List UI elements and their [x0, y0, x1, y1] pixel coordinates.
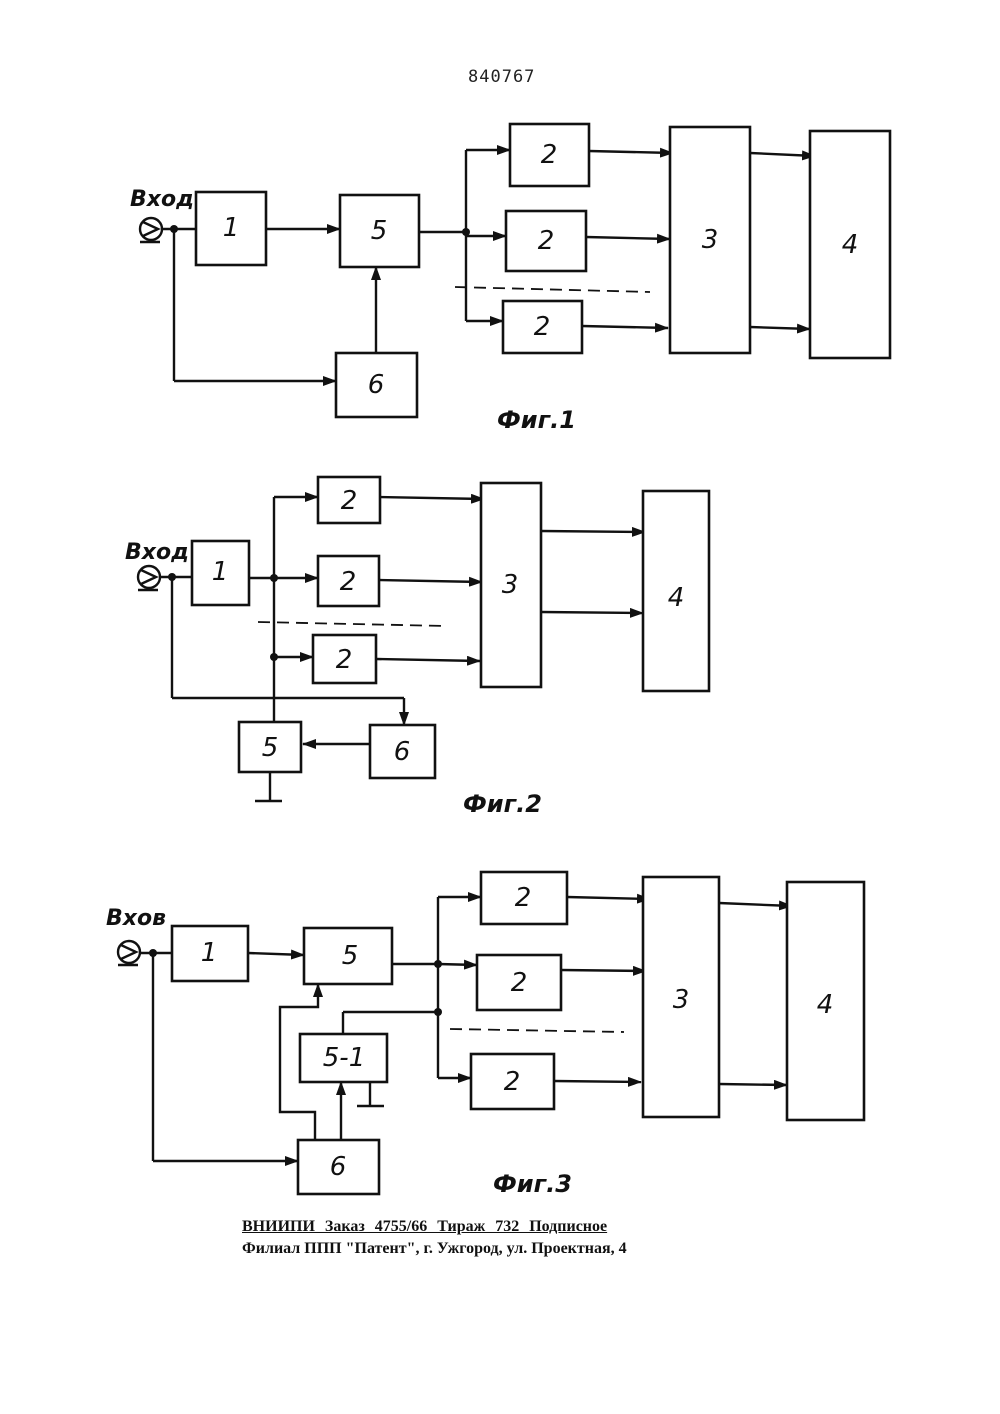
block-4-label: 4	[817, 990, 834, 1020]
figure-2-caption: Фиг.2	[463, 790, 542, 818]
block-3-label: 3	[702, 225, 719, 255]
block-2-a-label: 2	[341, 486, 358, 516]
input-terminal-icon	[138, 566, 160, 590]
footer-imprint-line-1: ВНИИПИ Заказ 4755/66 Тираж 732 Подписное	[242, 1218, 607, 1236]
figure-3: Вхов 1 5 2 2 2 3	[106, 872, 864, 1198]
block-2-c-label: 2	[534, 312, 551, 342]
input-label: Вход	[125, 540, 189, 565]
figure-2: Вход 1 2 2 2 3 4	[125, 477, 709, 818]
input-terminal-icon	[140, 218, 162, 242]
ground-icon	[255, 772, 282, 801]
block-5-label: 5	[371, 216, 388, 246]
ground-icon	[357, 1082, 384, 1106]
block-5-1-label: 5-1	[323, 1043, 365, 1073]
footer-imprint-line-2: Филиал ППП "Патент", г. Ужгород, ул. Про…	[242, 1240, 627, 1258]
block-2-b-label: 2	[511, 968, 528, 998]
figure-1: Вход 1 5 6 2 2 2 3	[130, 124, 890, 434]
input-label: Вхов	[106, 906, 166, 931]
block-5-label: 5	[262, 733, 279, 763]
block-2-b-label: 2	[340, 567, 357, 597]
block-1-label: 1	[223, 213, 240, 243]
block-2-a-label: 2	[515, 883, 532, 913]
block-3-label: 3	[502, 570, 519, 600]
block-1-label: 1	[212, 557, 229, 587]
figure-3-caption: Фиг.3	[493, 1170, 572, 1198]
block-2-c-label: 2	[336, 645, 353, 675]
block-3-label: 3	[673, 985, 690, 1015]
block-2-a-label: 2	[541, 140, 558, 170]
figure-1-caption: Фиг.1	[497, 406, 576, 434]
block-2-b-label: 2	[538, 226, 555, 256]
block-5-label: 5	[342, 941, 359, 971]
block-6-label: 6	[368, 370, 385, 400]
block-6-label: 6	[330, 1152, 347, 1182]
block-1-label: 1	[201, 938, 218, 968]
block-4-label: 4	[668, 583, 685, 613]
input-label: Вход	[130, 187, 194, 212]
block-2-c-label: 2	[504, 1067, 521, 1097]
input-terminal-icon	[118, 941, 140, 965]
block-6-label: 6	[394, 737, 411, 767]
patent-number: 840767	[468, 67, 535, 87]
block-4-label: 4	[842, 230, 859, 260]
